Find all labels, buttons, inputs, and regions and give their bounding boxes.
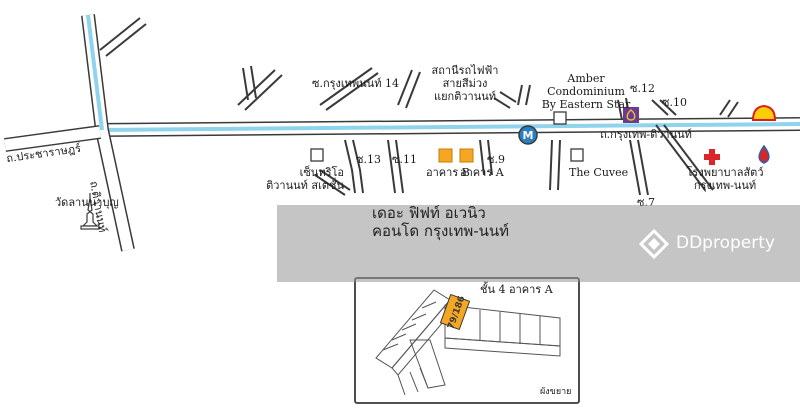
temple-label: วัดลานนาบุญ <box>55 196 119 209</box>
shell-icon <box>751 104 777 121</box>
soi-13-label: ซ.13 <box>356 153 381 166</box>
soi-12-label: ซ.12 <box>630 82 655 95</box>
project-name-line2: คอนโด กรุงเทพ-นนท์ <box>372 222 510 240</box>
floorplan-caption: ผังขยาย <box>540 387 572 397</box>
amber-marker <box>553 111 567 125</box>
bank-icon <box>623 107 639 123</box>
soi-9-label: ซ.9 <box>487 153 505 166</box>
soi-krungthep-14-label: ซ.กรุงเทพนนท์ 14 <box>312 77 399 90</box>
project-name-line1: เดอะ ฟิฟท์ อเวนิว <box>372 204 486 222</box>
cuvee-label: The Cuvee <box>569 166 629 179</box>
building-b-icon <box>438 148 453 163</box>
floorplan-title: ชั้น 4 อาคาร A <box>480 283 553 296</box>
metro-symbol: M <box>523 129 534 142</box>
soi-11-label: ซ.11 <box>392 153 417 166</box>
cuvee-marker <box>570 148 584 162</box>
ddproperty-logo-icon <box>638 228 670 260</box>
watermark-band <box>277 205 800 282</box>
krungthep-tiwanon-road <box>94 117 800 137</box>
hospital-label: โรงพยาบาลสัตว์ กรุงเทพ-นนท์ <box>686 166 764 192</box>
secondary-roads <box>99 17 739 196</box>
building-a-icon <box>459 148 474 163</box>
gas-drop-icon <box>758 144 770 164</box>
tiwanon-road <box>81 14 135 252</box>
hospital-cross-icon <box>704 149 720 165</box>
station-label: สถานีรถไฟฟ้า สายสีม่วง แยกติวานนท์ <box>431 64 499 103</box>
soi-10-label: ซ.10 <box>662 96 687 109</box>
metro-station-icon: M <box>518 125 538 145</box>
building-b-label: อาคาร B <box>426 166 470 179</box>
floor-plan: 79/186 <box>354 277 580 404</box>
watermark-brand: DDproperty <box>676 233 775 253</box>
centrio-label: เซ็นทริโอ ติวานนท์ สเตชั่น <box>266 166 344 192</box>
amber-label: Amber Condominium By Eastern Star <box>541 72 631 111</box>
krungthep-tiwanon-road-label: ถ.กรุงเทพ-ติวานนท์ <box>600 128 692 141</box>
temple-stupa-icon <box>80 193 100 230</box>
centrio-marker <box>310 148 324 162</box>
building-a-label: อาคาร A <box>460 166 504 179</box>
prachaharat-road <box>4 125 101 152</box>
